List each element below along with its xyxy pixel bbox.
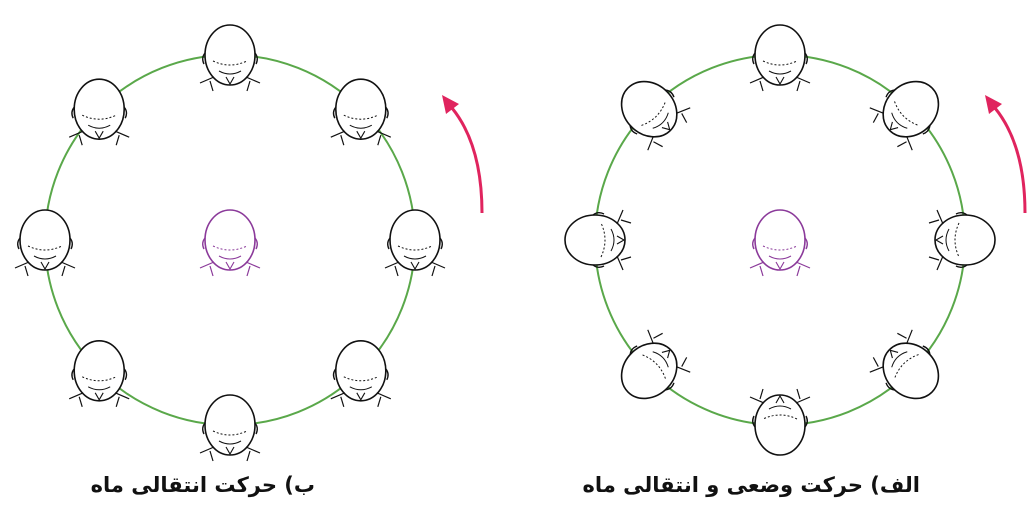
moon-icon (329, 339, 392, 408)
moon-icon (605, 65, 697, 157)
moon-icon (564, 209, 632, 271)
moon-icon (863, 323, 955, 415)
arrowhead-icon (985, 95, 1002, 114)
moon-icon (863, 65, 955, 157)
diagram-rotation-and-revolution (564, 24, 1027, 456)
moon-icon (749, 388, 811, 456)
caption-rotation-and-revolution: الف) حرکت وضعی و انتقالی ماه (582, 473, 920, 497)
earth-icon (199, 209, 261, 277)
moon-icon (68, 339, 130, 408)
caption-revolution-only: ب) حرکت انتقالی ماه (90, 473, 315, 497)
moon-icon (199, 24, 261, 92)
moon-icon (14, 209, 76, 277)
earth-icon (749, 209, 811, 277)
moon-icon (749, 24, 811, 92)
moon-icon (605, 323, 697, 415)
earth-head-icon (749, 209, 811, 277)
moon-icon (199, 394, 261, 462)
earth-head-icon (199, 209, 261, 277)
moon-icon (384, 209, 446, 277)
arrowhead-icon (442, 95, 459, 114)
moon-icon (928, 209, 996, 271)
diagram-revolution-only (14, 24, 484, 462)
curved-arrow-icon (450, 107, 484, 214)
curved-arrow-icon (993, 107, 1027, 214)
